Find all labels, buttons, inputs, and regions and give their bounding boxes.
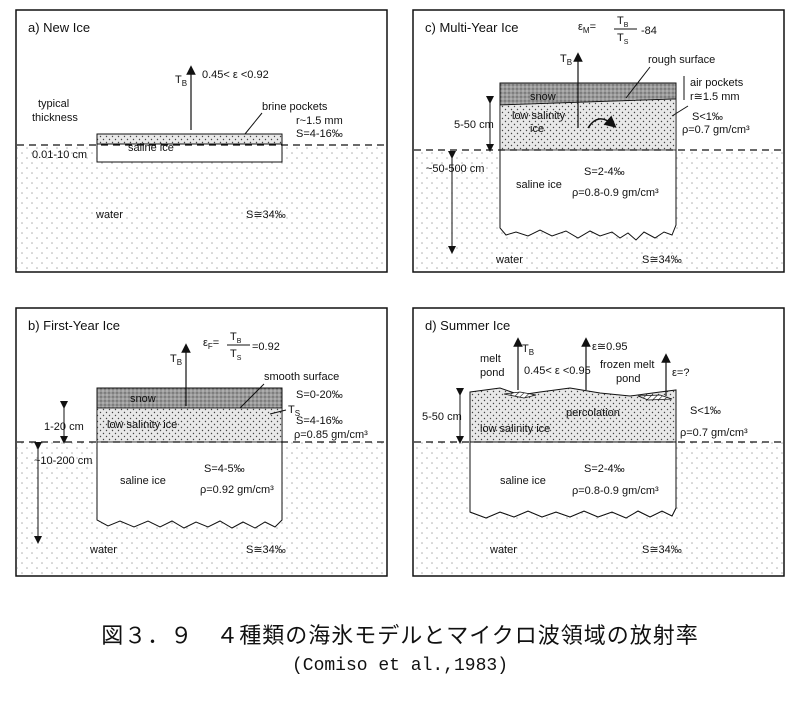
panel-a-title: a) New Ice [28,20,90,35]
eps-f-den: TS [230,348,242,362]
ls-s-d: S<1‰ [690,405,721,417]
water-b: water [89,544,117,556]
smooth-pointer [239,383,265,409]
saline-ice-a: saline ice [128,142,174,154]
water-c: water [495,254,523,266]
snow-label-b: snow [130,393,156,405]
d1-c: 5-50 cm [454,119,494,131]
ls-s-b: S=4-16‰ [296,415,343,427]
eps1-d: 0.45< ε <0.95 [524,365,591,377]
si-rho-b: ρ=0.92 gm/cm³ [200,484,274,496]
tb-label-d: TB [522,343,534,357]
ls-s-c: S<1‰ [692,111,723,123]
water-a: water [95,209,123,221]
water-s-c: S≅34‰ [642,254,682,266]
snow-layer-b [96,387,283,409]
si-rho-d: ρ=0.8-0.9 gm/cm³ [572,485,659,497]
snow-label-c: snow [530,91,556,103]
eps2-d: ε≅0.95 [592,341,628,353]
ls-rho-b: ρ=0.85 gm/cm³ [294,429,368,441]
saline-ice-b: saline ice [120,475,166,487]
saline-ice-c: saline ice [516,179,562,191]
frozen-label-1: frozen melt [600,359,654,371]
water-s-a: S≅34‰ [246,209,286,221]
ts-pointer [269,409,287,415]
brine-layer [96,133,283,145]
scatter-arrow [587,115,617,129]
panel-first-year-ice: b) First-Year Ice TB εF= TB TS =0.92 smo… [15,307,388,577]
figure-caption: 図３．９ ４種類の海氷モデルとマイクロ波領域の放射率 [101,624,699,649]
si-s-b: S=4-5‰ [204,463,245,475]
eps-m-den: TS [617,32,629,46]
percolation-label: percolation [566,407,620,419]
low-salinity-b: low salinity ice [107,419,177,431]
typical-label-2: thickness [32,112,78,124]
si-s-d: S=2-4‰ [584,463,625,475]
melt-label-1: melt [480,353,501,365]
eps-f-val: =0.92 [252,341,280,353]
thickness-a: 0.01-10 cm [32,149,87,161]
smooth-label: smooth surface [264,371,339,383]
d1-d: 5-50 cm [422,411,462,423]
eps-m-val: -84 [641,25,657,37]
eps-m: εM= [578,21,596,35]
panel-new-ice: a) New Ice TB 0.45< ε <0.92 brine pocket… [15,9,388,273]
low-salinity-layer-b [96,407,283,443]
panel-d-frame [412,307,785,577]
eps-f-num: TB [230,331,242,345]
d2-c: ~50-500 cm [426,163,484,175]
panel-b-title: b) First-Year Ice [28,318,120,333]
water-d: water [489,544,517,556]
melt-pond [503,391,537,399]
eps3-d: ε=? [672,367,689,379]
ts-label-b: TS [288,404,300,418]
panel-b-frame [15,307,388,577]
snow-s-b: S=0-20‰ [296,389,343,401]
summer-ice-block [469,441,677,519]
frozen-melt-pond [637,394,673,401]
r-label-a: r~1.5 mm [296,115,343,127]
si-rho-c: ρ=0.8-0.9 gm/cm³ [572,187,659,199]
ls-rho-d: ρ=0.7 gm/cm³ [680,427,748,439]
eps-m-num: TB [617,15,629,29]
low-salinity-c-1: low salinity [512,110,566,122]
tb-label-c: TB [560,53,572,67]
panel-multi-year-ice: c) Multi-Year Ice εM= TB TS -84 TB rough… [412,9,785,273]
saline-ice-d: saline ice [500,475,546,487]
low-salinity-layer-c [499,98,677,151]
panel-a-frame [15,9,388,273]
panel-c-frame [412,9,785,273]
salinity-a: S=4-16‰ [296,128,343,140]
low-salinity-d: low salinity ice [480,423,550,435]
typical-label-1: typical [38,98,69,110]
eps-f: εF= [203,337,219,351]
figure-citation: (Comiso et al.,1983) [291,656,509,676]
d1-b: 1-20 cm [44,421,84,433]
ls-rho-c: ρ=0.7 gm/cm³ [682,124,750,136]
brine-label: brine pockets [262,101,328,113]
rough-pointer [625,66,651,99]
melt-label-2: pond [480,367,504,379]
panel-summer-ice: d) Summer Ice TB melt pond 0.45< ε <0.95… [412,307,785,577]
frozen-label-2: pond [616,373,640,385]
air-label: air pockets [690,77,744,89]
rough-label: rough surface [648,54,715,66]
panel-a-water [17,145,386,271]
si-s-c: S=2-4‰ [584,166,625,178]
tb-label-a: TB [175,74,187,88]
d2-b: ~10-200 cm [34,455,92,467]
brine-pointer [244,112,263,135]
panel-d-title: d) Summer Ice [425,318,510,333]
r-label-c: r≅1.5 mm [690,91,740,103]
water-s-b: S≅34‰ [246,544,286,556]
air-pointer [671,105,689,117]
panel-c-title: c) Multi-Year Ice [425,20,518,35]
water-s-d: S≅34‰ [642,544,682,556]
emission-a: 0.45< ε <0.92 [202,69,269,81]
low-salinity-c-2: ice [530,123,544,135]
tb-label-b: TB [170,353,182,367]
